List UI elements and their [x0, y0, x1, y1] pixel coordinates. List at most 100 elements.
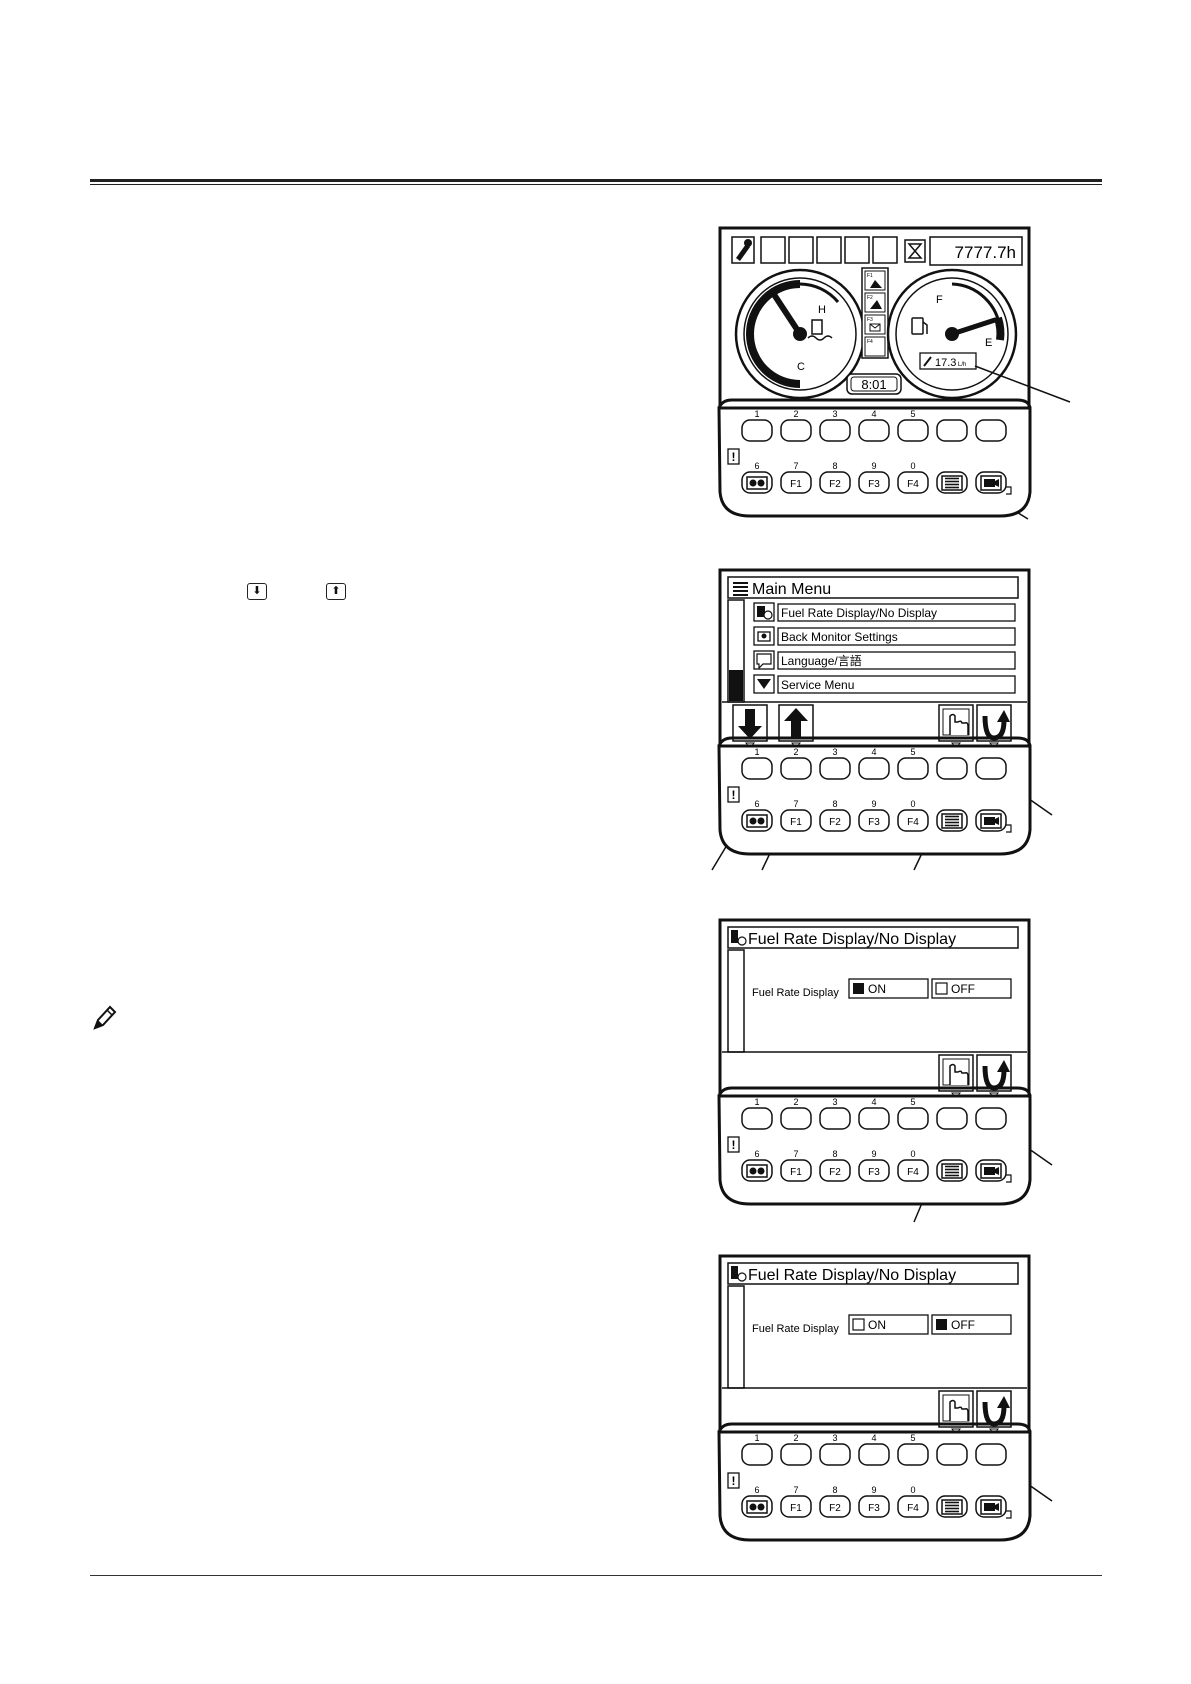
menu-item-back-monitor[interactable]: Back Monitor Settings: [753, 626, 1016, 646]
function-key-2[interactable]: 2: [780, 1433, 812, 1466]
lower-key-6[interactable]: [936, 471, 968, 494]
function-key-5[interactable]: 5: [897, 747, 929, 780]
function-key-3[interactable]: 3: [819, 747, 851, 780]
menu-item-fuel-rate[interactable]: Fuel Rate Display/No Display: [753, 602, 1016, 622]
function-key-2[interactable]: 2: [780, 1097, 812, 1130]
lower-key-1[interactable]: 6: [741, 461, 773, 494]
function-key-2[interactable]: 2: [780, 747, 812, 780]
lower-key-6[interactable]: [936, 1495, 968, 1518]
soft-key-select-icon[interactable]: [938, 1390, 974, 1428]
pencil-note-icon: [93, 1005, 117, 1030]
key-number-6: 6: [754, 1485, 759, 1495]
function-key-4[interactable]: 4: [858, 1097, 890, 1130]
function-key-1[interactable]: 1: [741, 1433, 773, 1466]
menu-item-service-menu[interactable]: Service Menu: [753, 674, 1016, 694]
lower-key-1[interactable]: 6: [741, 1149, 773, 1182]
key-number-2: 2: [793, 409, 798, 419]
lower-key-2[interactable]: 7F1: [780, 461, 812, 494]
option-off[interactable]: OFF: [931, 978, 1012, 999]
function-key-7[interactable]: [975, 419, 1007, 442]
option-off-selected[interactable]: OFF: [931, 1314, 1012, 1335]
lower-key-2[interactable]: 7F1: [780, 1149, 812, 1182]
function-key-3[interactable]: 3: [819, 1097, 851, 1130]
menu-scrollbar-thumb[interactable]: [729, 670, 743, 701]
function-key-6[interactable]: [936, 1443, 968, 1466]
lower-key-1[interactable]: 6: [741, 1485, 773, 1518]
lower-key-5[interactable]: 0F4: [897, 1485, 929, 1518]
key-number-1: 1: [754, 747, 759, 757]
lower-key-5[interactable]: 0F4: [897, 1149, 929, 1182]
lower-key-3[interactable]: 8F2: [819, 799, 851, 832]
menu-item-language[interactable]: Language/言語: [753, 650, 1016, 670]
lower-key-2[interactable]: 7F1: [780, 1485, 812, 1518]
scrollbar: [727, 1285, 745, 1389]
function-key-5[interactable]: 5: [897, 1097, 929, 1130]
key-number-2: 2: [793, 1433, 798, 1443]
function-key-6[interactable]: [936, 757, 968, 780]
soft-key-down-icon[interactable]: [732, 704, 768, 742]
function-key-6[interactable]: [936, 419, 968, 442]
key-mark-icon: [1006, 486, 1012, 495]
function-key-1[interactable]: 1: [741, 747, 773, 780]
key-number-5: 5: [910, 747, 915, 757]
camera-icon: [980, 475, 1002, 491]
soft-key-select-icon[interactable]: [938, 1054, 974, 1092]
lower-key-4[interactable]: 9F3: [858, 461, 890, 494]
svg-text:Back Monitor Settings: Back Monitor Settings: [781, 630, 898, 644]
lower-key-5[interactable]: 0F4: [897, 461, 929, 494]
key-number-7: 7: [793, 799, 798, 809]
temp-high-label: H: [818, 304, 826, 316]
function-key-6[interactable]: [936, 1107, 968, 1130]
lower-key-2[interactable]: 7F1: [780, 799, 812, 832]
soft-key-up-icon[interactable]: [778, 704, 814, 742]
lower-key-3[interactable]: 8F2: [819, 461, 851, 494]
lower-key-7[interactable]: [975, 1495, 1007, 1518]
lower-key-4[interactable]: 9F3: [858, 799, 890, 832]
lower-key-6[interactable]: [936, 809, 968, 832]
function-key-5[interactable]: 5: [897, 409, 929, 442]
fuel-rate-box: [919, 352, 977, 370]
alert-indicator: !: [727, 448, 740, 465]
lower-key-1[interactable]: 6: [741, 799, 773, 832]
function-key-4[interactable]: 4: [858, 1433, 890, 1466]
lower-key-6[interactable]: [936, 1159, 968, 1182]
option-on[interactable]: ON: [848, 1314, 929, 1335]
monitor-figure-fuel-rate-on: Fuel Rate Display/No Display Fuel Rate D…: [717, 918, 1053, 1223]
function-key-2[interactable]: 2: [780, 409, 812, 442]
clock-box: [846, 373, 902, 395]
lower-key-3[interactable]: 8F2: [819, 1485, 851, 1518]
function-key-4[interactable]: 4: [858, 747, 890, 780]
lower-key-4[interactable]: 9F3: [858, 1149, 890, 1182]
lower-key-7[interactable]: [975, 471, 1007, 494]
menu-list-icon: [941, 1499, 963, 1515]
function-key-5[interactable]: 5: [897, 1433, 929, 1466]
soft-key-back-icon[interactable]: [976, 704, 1012, 742]
soft-key-back-icon[interactable]: [976, 1390, 1012, 1428]
f-key-label-1: F1: [790, 1503, 802, 1514]
fuel-needle: [949, 317, 998, 337]
menu-list-icon: [941, 1163, 963, 1179]
key-number-7: 7: [793, 1485, 798, 1495]
f-key-label-4: F4: [907, 1167, 919, 1178]
function-key-7[interactable]: [975, 1443, 1007, 1466]
lower-key-5[interactable]: 0F4: [897, 799, 929, 832]
lower-key-7[interactable]: [975, 809, 1007, 832]
function-key-1[interactable]: 1: [741, 409, 773, 442]
settings-title-bar: [727, 926, 1019, 949]
function-key-7[interactable]: [975, 757, 1007, 780]
lower-key-3[interactable]: 8F2: [819, 1149, 851, 1182]
function-key-3[interactable]: 3: [819, 409, 851, 442]
lower-key-7[interactable]: [975, 1159, 1007, 1182]
option-on-selected[interactable]: ON: [848, 978, 929, 999]
function-key-7[interactable]: [975, 1107, 1007, 1130]
key-number-8: 8: [832, 461, 837, 471]
function-key-3[interactable]: 3: [819, 1433, 851, 1466]
soft-key-select-icon[interactable]: [938, 704, 974, 742]
function-key-4[interactable]: 4: [858, 409, 890, 442]
monitor-figure-main-menu: Main Menu Fuel Rate Display/No Display B…: [711, 568, 1053, 871]
lower-key-4[interactable]: 9F3: [858, 1485, 890, 1518]
settings-title-bar: [727, 1262, 1019, 1285]
function-key-1[interactable]: 1: [741, 1097, 773, 1130]
soft-key-back-icon[interactable]: [976, 1054, 1012, 1092]
